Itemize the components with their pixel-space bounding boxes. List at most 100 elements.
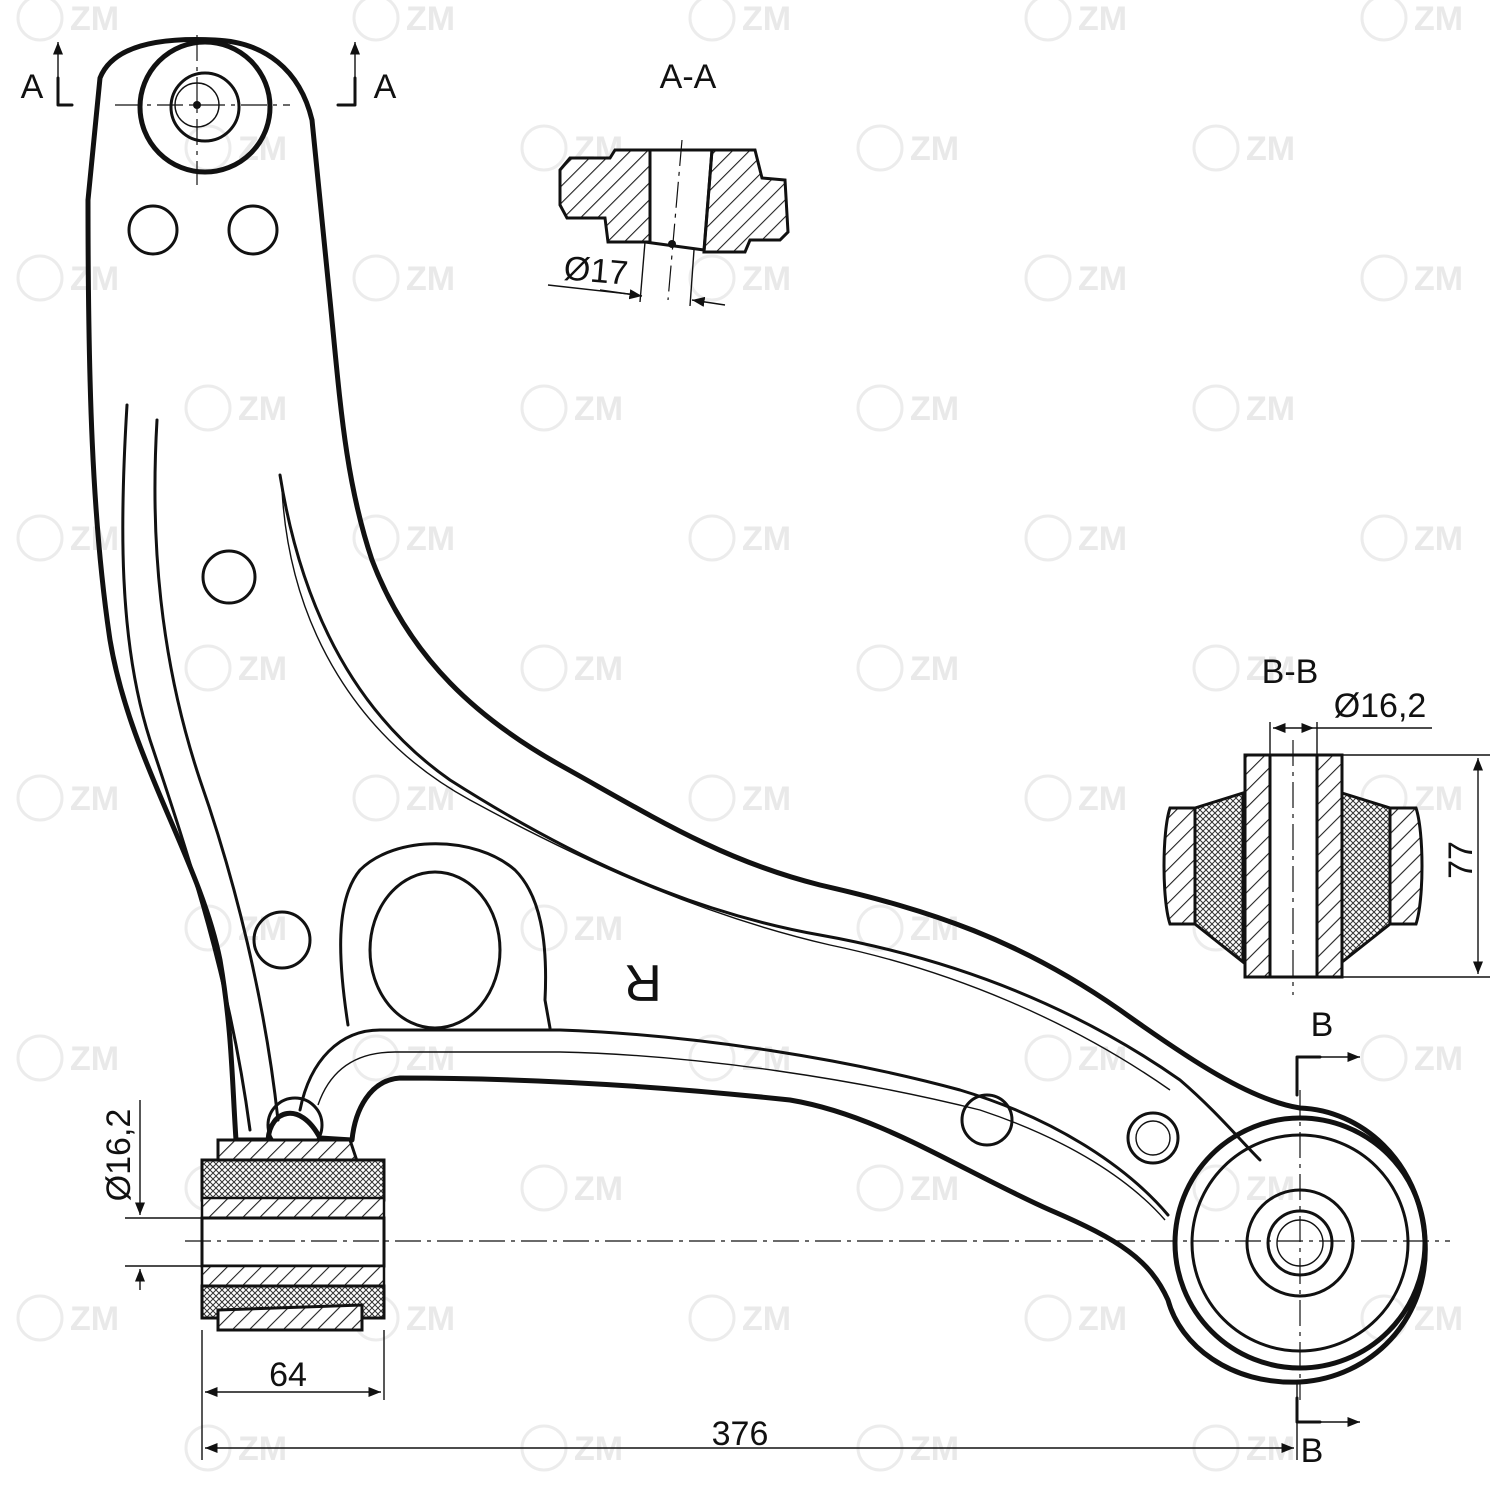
watermark-logo-icon — [688, 514, 736, 562]
watermark-text: ZM — [1414, 520, 1463, 558]
dim-376-label: 376 — [712, 1415, 769, 1453]
watermark-logo-icon — [856, 1164, 904, 1212]
section-bb-diameter-label: Ø16,2 — [1334, 687, 1427, 725]
watermark-logo-icon — [352, 254, 400, 302]
watermark-logo-icon — [1024, 514, 1072, 562]
watermark-logo-icon — [1360, 514, 1408, 562]
watermark-logo-icon — [1360, 1034, 1408, 1082]
marker-a-left-label: A — [21, 68, 44, 106]
watermark-logo-icon — [184, 384, 232, 432]
watermark-text: ZM — [910, 1170, 959, 1208]
watermark-text: ZM — [1078, 1040, 1127, 1078]
side-mark-r: R — [624, 953, 662, 1011]
watermark-text: ZM — [1414, 1040, 1463, 1078]
watermark-text: ZM — [70, 780, 119, 818]
section-bb-height-label: 77 — [1442, 841, 1480, 879]
watermark-logo-icon — [520, 384, 568, 432]
watermark-logo-icon — [1024, 1294, 1072, 1342]
watermark-logo-icon — [16, 0, 64, 42]
watermark-logo-icon — [352, 514, 400, 562]
watermark-text: ZM — [574, 650, 623, 688]
dim-376: 376 — [201, 1330, 1298, 1460]
watermark-logo-icon — [1192, 124, 1240, 172]
watermark-text: ZM — [1078, 780, 1127, 818]
watermark-logo-icon — [1024, 774, 1072, 822]
watermark-text: ZM — [406, 260, 455, 298]
ball-joint — [115, 35, 290, 185]
section-marker-a-left: A — [21, 42, 74, 107]
watermark-text: ZM — [406, 520, 455, 558]
section-bb-title: B-B — [1262, 653, 1319, 691]
watermark-text: ZM — [574, 910, 623, 948]
section-aa-diameter-label: Ø17 — [562, 249, 629, 292]
watermark-text: ZM — [1414, 780, 1463, 818]
watermark-logo-icon — [184, 904, 232, 952]
watermark-logo-icon — [352, 774, 400, 822]
dim-left-diameter: Ø16,2 — [100, 1100, 202, 1290]
watermark-text: ZM — [70, 1040, 119, 1078]
dim-64: 64 — [205, 1330, 385, 1400]
watermark-logo-icon — [16, 514, 64, 562]
watermark-text: ZM — [1414, 1300, 1463, 1338]
watermark-logo-icon — [856, 904, 904, 952]
watermark-text: ZM — [742, 260, 791, 298]
watermark-text: ZM — [1246, 650, 1295, 688]
watermark-text: ZM — [1246, 390, 1295, 428]
watermark-logo-icon — [856, 384, 904, 432]
watermark-text: ZM — [1078, 260, 1127, 298]
watermark-logo-icon — [1024, 0, 1072, 42]
watermark-logo-icon — [856, 124, 904, 172]
watermark-logo-icon — [688, 774, 736, 822]
watermark-text: ZM — [742, 780, 791, 818]
marker-b-top-label: B — [1311, 1006, 1334, 1044]
dim-64-label: 64 — [269, 1356, 307, 1394]
marker-b-bottom-label: B — [1301, 1432, 1324, 1470]
dim-left-diameter-label: Ø16,2 — [100, 1109, 138, 1202]
watermark-text: ZM — [574, 1170, 623, 1208]
watermark-text: ZM — [70, 1300, 119, 1338]
watermark-logo-icon — [688, 1034, 736, 1082]
section-aa-view: A-A Ø17 — [547, 58, 790, 307]
watermark-text: ZM — [910, 390, 959, 428]
watermark-text: ZM — [70, 260, 119, 298]
watermark-text: ZM — [1246, 1170, 1295, 1208]
watermark-logo-icon — [184, 124, 232, 172]
watermark-text: ZM — [1246, 130, 1295, 168]
watermark-text: ZM — [742, 1300, 791, 1338]
watermark-logo-icon — [1192, 1164, 1240, 1212]
section-bb-view: B-B Ø16,2 77 — [1162, 653, 1490, 995]
watermark-logo-icon — [16, 774, 64, 822]
watermark-text: ZM — [70, 0, 119, 38]
front-bushing-section — [200, 1138, 386, 1332]
watermark-text: ZM — [910, 1430, 959, 1468]
watermark-logo-icon — [1024, 1034, 1072, 1082]
section-marker-a-right: A — [336, 42, 397, 107]
watermark-text: ZM — [406, 0, 455, 38]
watermark-logo-icon — [184, 644, 232, 692]
watermark-logo-icon — [16, 1294, 64, 1342]
watermark-logo-icon — [688, 254, 736, 302]
watermark-text: ZM — [238, 1430, 287, 1468]
watermark-text: ZM — [742, 520, 791, 558]
watermark-text: ZM — [1078, 0, 1127, 38]
watermark-logo-icon — [352, 1034, 400, 1082]
watermark-text: ZM — [1246, 1430, 1295, 1468]
watermark-text: ZM — [70, 520, 119, 558]
control-arm-outline — [85, 36, 1428, 1385]
watermark-logo-icon — [1360, 254, 1408, 302]
section-marker-b-bottom: B — [1295, 1396, 1360, 1470]
marker-a-right-label: A — [374, 68, 397, 106]
watermark-text: ZM — [238, 390, 287, 428]
watermark-logo-icon — [16, 1034, 64, 1082]
watermark-logo-icon — [856, 644, 904, 692]
watermark-text: ZM — [910, 130, 959, 168]
watermark-logo-icon — [688, 0, 736, 42]
section-aa-title: A-A — [660, 58, 717, 96]
watermark-text: ZM — [238, 650, 287, 688]
watermark-text: ZM — [1078, 520, 1127, 558]
watermark-text: ZM — [574, 390, 623, 428]
watermark-text: ZM — [574, 1430, 623, 1468]
watermark-logo-icon — [1192, 644, 1240, 692]
watermark-text: ZM — [1414, 260, 1463, 298]
watermark-logo-icon — [1192, 384, 1240, 432]
